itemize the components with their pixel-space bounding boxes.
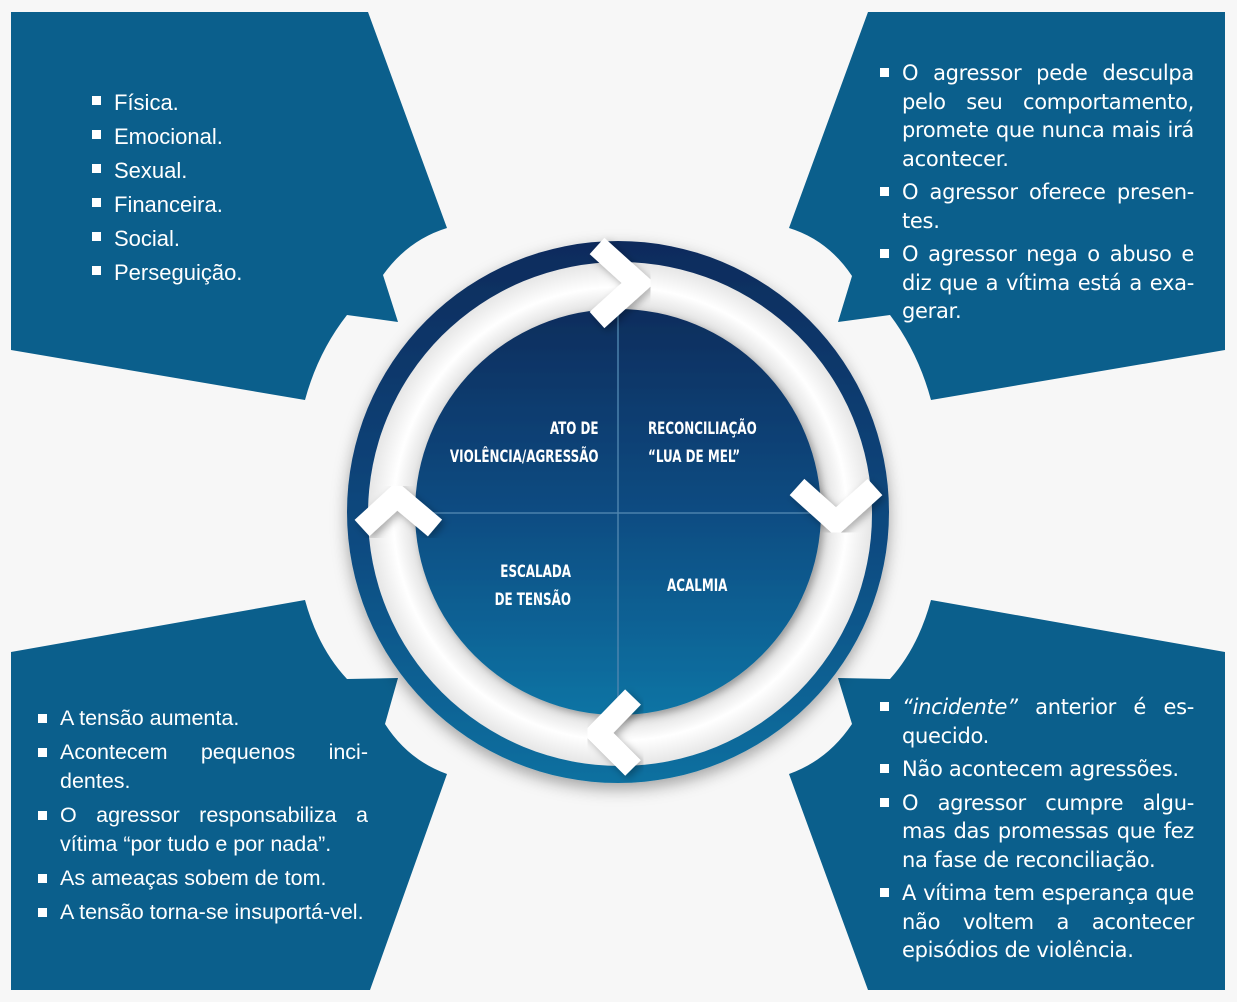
quadrant-label-line: ACALMIA — [667, 576, 728, 596]
list-item: Perseguição. — [92, 256, 392, 290]
quadrant-reconciliacao: RECONCILIAÇÃO “LUA DE MEL” — [648, 415, 757, 471]
bullet-icon — [880, 249, 889, 258]
panel-top-right — [789, 12, 1225, 400]
list-item: Emocional. — [92, 120, 392, 154]
panel-bottom-right-list: “incidente” anterior é es-quecido. Não a… — [880, 693, 1194, 970]
bullet-icon — [92, 198, 101, 207]
list-item: O agressor nega o abuso e diz que a víti… — [880, 240, 1194, 326]
list-item: Social. — [92, 222, 392, 256]
list-item: O agressor oferece presen-tes. — [880, 178, 1194, 235]
bullet-icon — [38, 748, 47, 757]
quadrant-label-line: RECONCILIAÇÃO — [648, 419, 757, 439]
chevron-up-icon — [354, 481, 443, 537]
panel-top-left-list: Física. Emocional. Sexual. Financeira. S… — [92, 86, 392, 290]
chevron-left-icon — [582, 689, 641, 776]
list-item: Não acontecem agressões. — [880, 755, 1194, 784]
bullet-icon — [38, 908, 47, 917]
bullet-icon — [92, 232, 101, 241]
bullet-icon — [92, 130, 101, 139]
quadrant-ato-de-violencia: ATO DE VIOLÊNCIA/AGRESSÃO — [450, 415, 599, 471]
bullet-icon — [92, 96, 101, 105]
bullet-icon — [880, 187, 889, 196]
bullet-icon — [880, 797, 889, 807]
panel-top-right-list: O agressor pede desculpa pelo seu compor… — [880, 59, 1194, 331]
quadrant-label-line: ESCALADA — [500, 562, 571, 582]
bullet-icon — [880, 68, 889, 77]
bullet-icon — [38, 874, 47, 883]
list-item: O agressor pede desculpa pelo seu compor… — [880, 59, 1194, 173]
list-item: A vítima tem esperança que não voltem a … — [880, 879, 1194, 965]
panel-top-left — [11, 12, 447, 400]
list-item: O agressor cumpre algu-mas das promessas… — [880, 789, 1194, 875]
chevron-right-icon — [589, 237, 655, 329]
list-item: Sexual. — [92, 154, 392, 188]
bullet-icon — [38, 714, 47, 723]
bullet-icon — [880, 702, 889, 711]
bullet-icon — [880, 888, 889, 897]
bullet-icon — [92, 164, 101, 173]
list-item: Acontecem pequenos inci-dentes. — [38, 738, 368, 796]
chevron-down-icon — [789, 478, 883, 537]
quadrant-label-line: “LUA DE MEL” — [648, 447, 741, 467]
quadrant-label-line: VIOLÊNCIA/AGRESSÃO — [450, 447, 599, 467]
list-item: O agressor responsabiliza a vítima “por … — [38, 801, 368, 859]
quadrant-acalmia: ACALMIA — [667, 572, 727, 600]
list-item: Financeira. — [92, 188, 392, 222]
bullet-icon — [38, 811, 47, 820]
panel-bottom-left — [11, 600, 447, 990]
list-item: A tensão aumenta. — [38, 704, 368, 733]
panel-bottom-right — [789, 600, 1225, 990]
bullet-icon — [92, 266, 101, 275]
list-item: “incidente” anterior é es-quecido. — [880, 693, 1194, 750]
list-item: A tensão torna-se insuportá-vel. — [38, 898, 368, 927]
list-item: Física. — [92, 86, 392, 120]
quadrant-escalada-de-tensao: ESCALADA DE TENSÃO — [495, 558, 571, 614]
quadrant-label-line: ATO DE — [550, 419, 599, 439]
bullet-icon — [880, 764, 889, 773]
panel-bottom-left-list: A tensão aumenta. Acontecem pequenos inc… — [38, 704, 368, 932]
quadrant-label-line: DE TENSÃO — [494, 590, 571, 610]
list-item: As ameaças sobem de tom. — [38, 864, 368, 893]
